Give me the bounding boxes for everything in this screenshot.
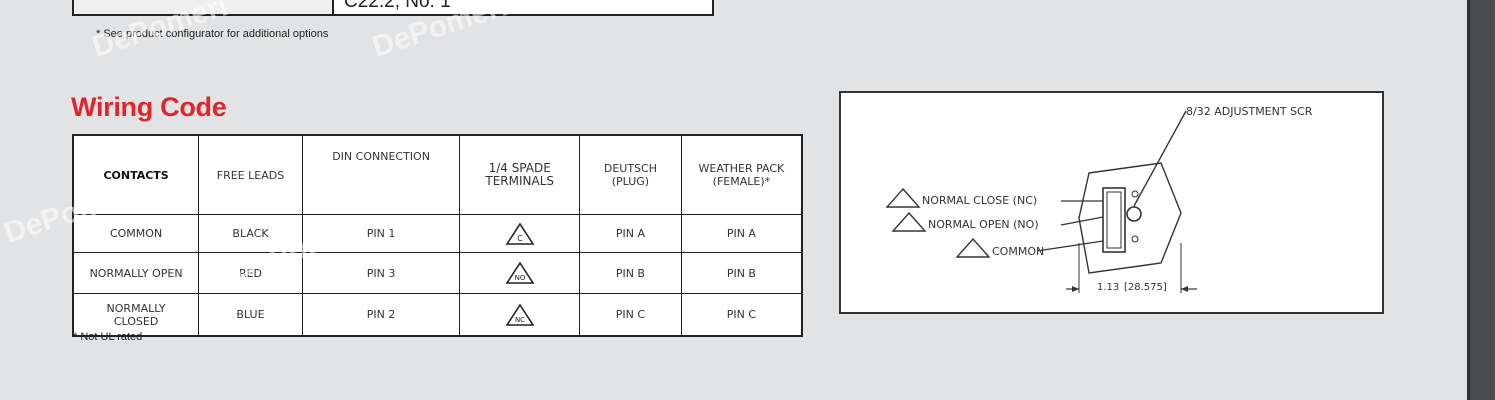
triangle-c-icon: C (505, 222, 535, 245)
deutsch-cell: PIN B (579, 252, 682, 294)
header-free-leads: FREE LEADS (198, 134, 303, 215)
contact-cell: NORMALLY CLOSED (72, 293, 200, 337)
free-lead-cell: BLUE (198, 293, 303, 337)
weather-pack-cell: PIN B (680, 252, 803, 294)
table-row: NORMALLY CLOSED BLUE PIN 2 NC PIN C PIN … (72, 293, 803, 337)
spade-cell: C (459, 214, 581, 253)
adjustment-screw-label: 8/32 ADJUSTMENT SCR (1186, 105, 1313, 118)
header-contacts: CONTACTS (72, 134, 200, 215)
spade-cell: NO (459, 252, 581, 294)
header-spade-terminals: 1/4 SPADE TERMINALS (459, 134, 581, 215)
certification-label-cell (74, 0, 334, 14)
dimension-mm-label: [28.575] (1124, 282, 1167, 293)
table-row: NORMALLY OPEN RED PIN 3 NO PIN B PIN B (72, 252, 803, 294)
table-header-row: CONTACTS FREE LEADS DIN CONNECTION 1/4 S… (72, 134, 803, 215)
din-cell: PIN 3 (301, 252, 461, 294)
certification-value: C22.2, No. 1 (344, 0, 451, 12)
ul-note: * Not UL rated (73, 331, 143, 343)
triangle-nc-icon: NC (505, 303, 535, 326)
weather-pack-cell: PIN C (680, 293, 803, 337)
free-lead-cell: BLACK (198, 214, 303, 253)
svg-text:NC: NC (515, 316, 525, 324)
configurator-note: * See product configurator for additiona… (96, 28, 329, 40)
common-label: COMMON (992, 245, 1045, 258)
normal-open-label: NORMAL OPEN (NO) (928, 218, 1039, 231)
header-deutsch: DEUTSCH (PLUG) (579, 134, 682, 215)
triangle-no-icon: NO (505, 261, 535, 284)
header-weather-pack: WEATHER PACK (FEMALE)* (680, 134, 803, 215)
weather-pack-cell: PIN A (680, 214, 803, 253)
spade-cell: NC (459, 293, 581, 337)
wiring-code-table: CONTACTS FREE LEADS DIN CONNECTION 1/4 S… (72, 134, 803, 337)
din-cell: PIN 1 (301, 214, 461, 253)
deutsch-cell: PIN A (579, 214, 682, 253)
header-din-connection: DIN CONNECTION (301, 134, 461, 215)
certification-table-fragment: C22.2, No. 1 (72, 0, 714, 16)
page-edge-strip (1467, 0, 1495, 400)
svg-text:NO: NO (514, 274, 525, 282)
table-row: COMMON BLACK PIN 1 C PIN A PIN A (72, 214, 803, 253)
din-cell: PIN 2 (301, 293, 461, 337)
free-lead-cell: RED (198, 252, 303, 294)
hex-switch-drawing (885, 110, 1197, 293)
normal-close-label: NORMAL CLOSE (NC) (922, 194, 1038, 207)
deutsch-cell: PIN C (579, 293, 682, 337)
svg-text:C: C (517, 234, 523, 243)
section-title: Wiring Code (71, 92, 227, 122)
dimension-inch-label: 1.13 (1097, 282, 1120, 293)
contact-cell: COMMON (72, 214, 200, 253)
switch-diagram: 8/32 ADJUSTMENT SCR NORMAL CLOSE (NC) NO… (839, 91, 1384, 314)
contact-cell: NORMALLY OPEN (72, 252, 200, 294)
